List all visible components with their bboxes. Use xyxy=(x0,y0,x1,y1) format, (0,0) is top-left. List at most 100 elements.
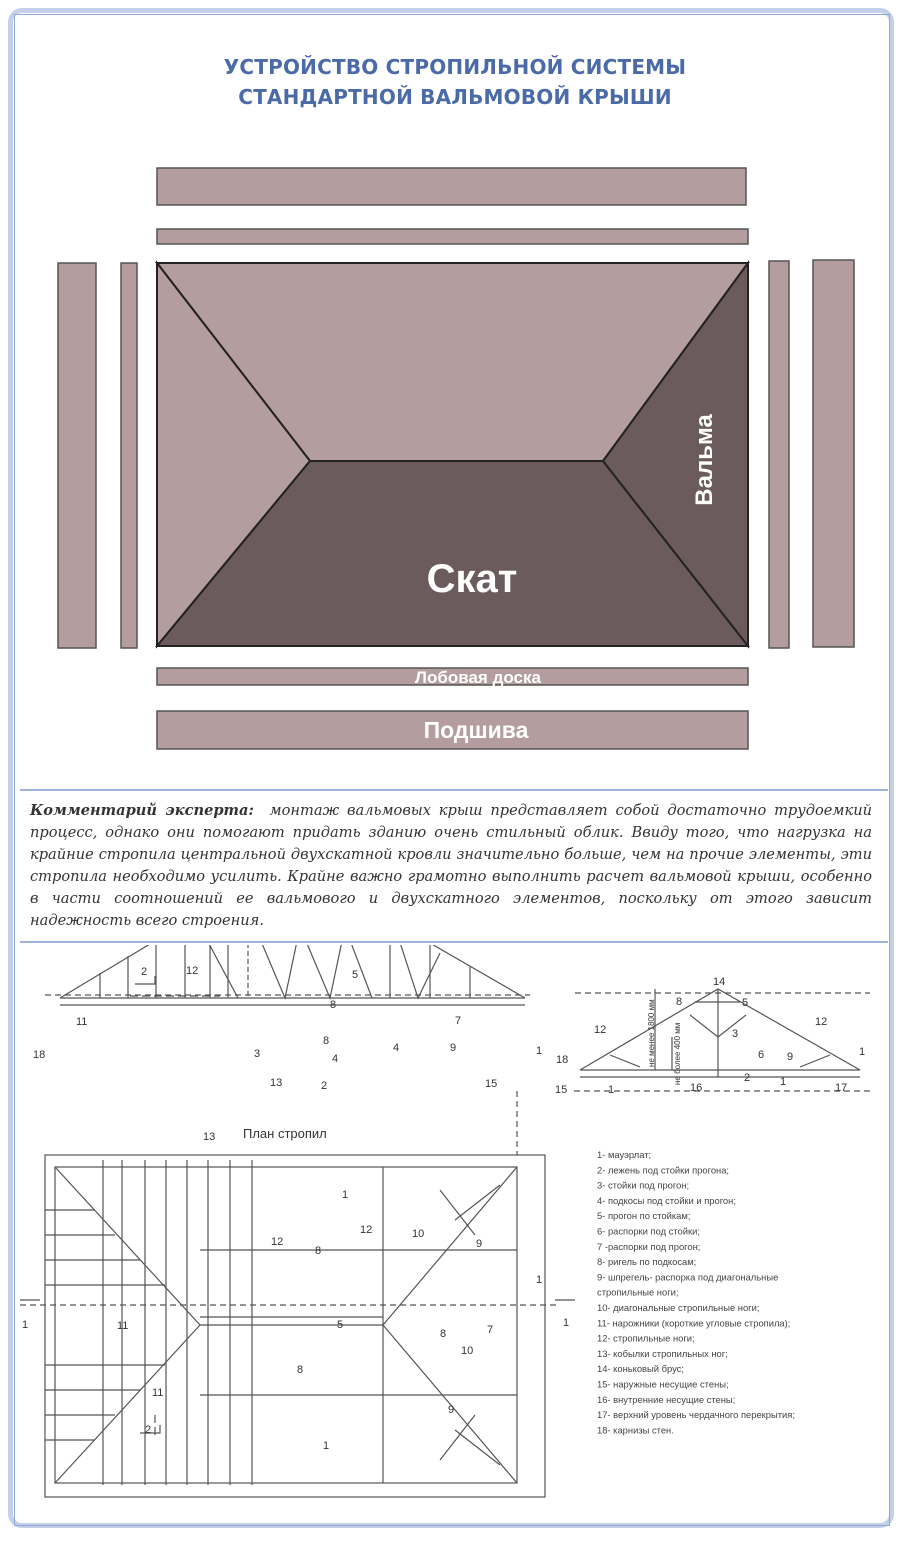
svg-text:15: 15 xyxy=(485,1078,497,1090)
soffit-board xyxy=(156,710,749,750)
svg-text:1: 1 xyxy=(22,1319,28,1331)
soffit-label: Подшива xyxy=(424,717,529,743)
svg-text:18: 18 xyxy=(556,1054,568,1066)
svg-text:8: 8 xyxy=(323,1035,329,1047)
svg-text:8: 8 xyxy=(330,999,336,1011)
svg-text:1: 1 xyxy=(780,1076,786,1088)
svg-text:2: 2 xyxy=(141,966,147,978)
svg-text:10: 10 xyxy=(412,1228,424,1240)
svg-text:9: 9 xyxy=(450,1042,456,1054)
slope-label: Скат xyxy=(427,557,518,601)
legend-item: 13- кобылки стропильных ног; xyxy=(597,1348,728,1359)
svg-text:5: 5 xyxy=(742,997,748,1009)
legend-item: 14- коньковый брус; xyxy=(597,1363,684,1374)
dim-400: не более 400 мм xyxy=(673,1023,682,1085)
svg-text:4: 4 xyxy=(332,1053,338,1065)
svg-text:9: 9 xyxy=(448,1404,454,1416)
svg-text:2: 2 xyxy=(744,1072,750,1084)
svg-text:1: 1 xyxy=(536,1045,542,1057)
left-fascia-board xyxy=(120,262,138,649)
svg-text:1: 1 xyxy=(563,1317,569,1329)
svg-text:14: 14 xyxy=(713,976,725,988)
svg-text:8: 8 xyxy=(440,1328,446,1340)
fascia-board xyxy=(156,667,749,686)
legend-item: стропильные ноги; xyxy=(597,1287,678,1298)
title-line-2: СТАНДАРТНОЙ ВАЛЬМОВОЙ КРЫШИ xyxy=(238,85,672,109)
legend-item: 18- карнизы стен. xyxy=(597,1424,674,1435)
legend-item: 12- стропильные ноги; xyxy=(597,1333,695,1344)
legend-item: 5- прогон по стойкам; xyxy=(597,1210,690,1221)
svg-text:3: 3 xyxy=(254,1048,260,1060)
legend-item: 17- верхний уровень чердачного перекрыти… xyxy=(597,1409,795,1420)
legend-item: 2- лежень под стойки прогона; xyxy=(597,1164,729,1175)
svg-text:12: 12 xyxy=(594,1024,606,1036)
section-1-1 xyxy=(570,988,870,1092)
section-1-1-marks: 14 5 8 12 12 3 6 9 18 1 15 1 16 2 1 17 н… xyxy=(555,976,865,1096)
legend-item: 11- нарожники (короткие угловые стропила… xyxy=(597,1317,790,1328)
legend-item: 9- шпрегель- распорка под диагональные xyxy=(597,1271,778,1282)
comment-lead: Комментарий эксперта: xyxy=(30,802,254,819)
legend-item: 15- наружные несущие стены; xyxy=(597,1379,729,1390)
section-2-2-marks: 2 2 12 5 11 8 7 18 3 8 4 4 9 1 2 13 15 xyxy=(33,965,542,1436)
svg-text:8: 8 xyxy=(676,996,682,1008)
dim-1800: не менее 1800 мм xyxy=(647,999,656,1067)
rafter-plan-marks: 13 1 12 8 12 10 9 1 11 5 8 7 8 10 11 9 1… xyxy=(22,1131,569,1452)
svg-text:1: 1 xyxy=(859,1046,865,1058)
svg-text:9: 9 xyxy=(787,1051,793,1063)
inner-frame xyxy=(14,14,890,1526)
page-title: УСТРОЙСТВО СТРОПИЛЬНОЙ СИСТЕМЫ СТАНДАРТН… xyxy=(60,52,850,112)
legend-item: 16- внутренние несущие стены; xyxy=(597,1394,735,1405)
svg-text:1: 1 xyxy=(342,1189,348,1201)
svg-text:7: 7 xyxy=(455,1015,461,1027)
svg-text:13: 13 xyxy=(203,1131,215,1143)
svg-text:13: 13 xyxy=(270,1077,282,1089)
rafter-drawing: 2 2 12 5 11 8 7 18 3 8 4 4 9 1 2 13 15 xyxy=(20,945,870,1498)
svg-text:5: 5 xyxy=(352,969,358,981)
divider-top xyxy=(20,789,888,791)
svg-text:1: 1 xyxy=(536,1274,542,1286)
svg-text:2: 2 xyxy=(145,1424,151,1436)
svg-text:8: 8 xyxy=(297,1364,303,1376)
fascia-label: Лобовая доска xyxy=(415,668,541,687)
legend: 1- мауэрлат; 2- лежень под стойки прогона… xyxy=(597,1149,795,1435)
section-2-2 xyxy=(45,945,530,1435)
legend-item: 7 -распорки под прогон; xyxy=(597,1241,700,1252)
svg-text:12: 12 xyxy=(271,1236,283,1248)
rafter-plan xyxy=(20,1091,575,1498)
legend-item: 10- диагональные стропильные ноги; xyxy=(597,1302,759,1313)
svg-text:18: 18 xyxy=(33,1049,45,1061)
divider-bottom xyxy=(20,941,888,943)
legend-item: 1- мауэрлат; xyxy=(597,1149,651,1160)
svg-text:17: 17 xyxy=(835,1082,847,1094)
svg-text:12: 12 xyxy=(360,1224,372,1236)
comment-text: монтаж вальмовых крыш представляет собой… xyxy=(30,802,872,929)
svg-text:11: 11 xyxy=(152,1387,163,1399)
svg-text:8: 8 xyxy=(315,1245,321,1257)
svg-text:4: 4 xyxy=(393,1042,399,1054)
svg-text:6: 6 xyxy=(758,1049,764,1061)
svg-text:2: 2 xyxy=(321,1080,327,1092)
hip-label: Вальма xyxy=(691,414,718,506)
svg-text:3: 3 xyxy=(732,1028,738,1040)
svg-text:1: 1 xyxy=(323,1440,329,1452)
legend-item: 6- распорки под стойки; xyxy=(597,1226,700,1237)
legend-item: 4- подкосы под стойки и прогон; xyxy=(597,1195,736,1206)
top-fascia-board xyxy=(156,228,749,245)
svg-text:1: 1 xyxy=(608,1084,614,1096)
right-soffit-board xyxy=(812,259,855,648)
legend-item: 8- ригель по подкосам; xyxy=(597,1256,696,1267)
svg-text:11: 11 xyxy=(117,1320,128,1332)
legend-item: 3- стойки под прогон; xyxy=(597,1180,689,1191)
svg-text:12: 12 xyxy=(815,1016,827,1028)
roof-diagram: Скат Вальма Лобовая доска Подшива xyxy=(57,167,855,750)
svg-text:9: 9 xyxy=(476,1238,482,1250)
right-hip xyxy=(601,259,749,649)
top-soffit-board xyxy=(156,167,747,206)
svg-text:12: 12 xyxy=(186,965,198,977)
expert-comment: Комментарий эксперта: монтаж вальмовых к… xyxy=(30,800,872,932)
svg-text:11: 11 xyxy=(76,1016,87,1028)
plan-title: План стропил xyxy=(243,1126,327,1141)
left-soffit-board xyxy=(57,262,97,649)
svg-text:7: 7 xyxy=(487,1324,493,1336)
svg-text:5: 5 xyxy=(337,1319,343,1331)
